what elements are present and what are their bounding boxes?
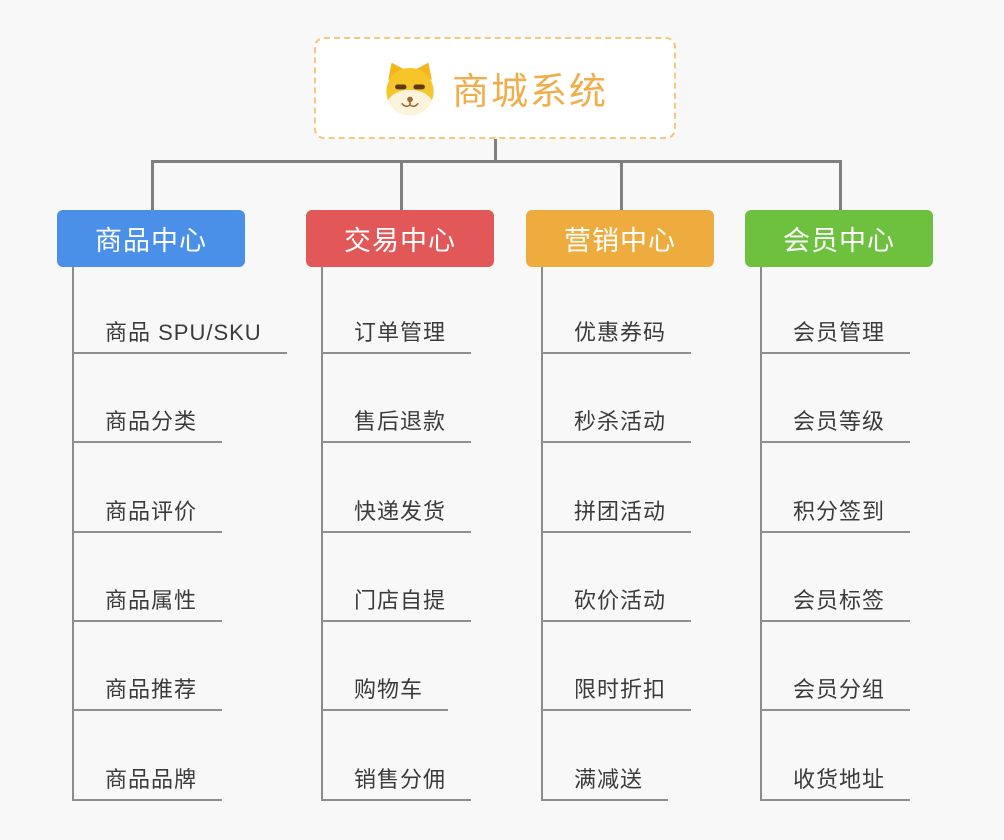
leaf-node[interactable]: 积分签到 xyxy=(760,489,911,533)
branch-node[interactable]: 商品中心 xyxy=(57,210,245,267)
leaf-node[interactable]: 满减送 xyxy=(541,757,669,801)
root-title: 商城系统 xyxy=(452,71,608,112)
branch-trunk-line xyxy=(541,267,543,801)
branch-stub-line xyxy=(620,160,623,210)
branch-node[interactable]: 营销中心 xyxy=(526,210,714,267)
branch-stub-line xyxy=(839,160,842,210)
root-node[interactable]: 商城系统 xyxy=(314,37,676,139)
leaf-node[interactable]: 会员管理 xyxy=(760,310,911,354)
branch-stub-line xyxy=(151,160,154,210)
leaf-node[interactable]: 商品评价 xyxy=(72,489,223,533)
branch-trunk-line xyxy=(321,267,323,801)
leaf-node[interactable]: 商品 SPU/SKU xyxy=(72,310,287,354)
branch-trunk-line xyxy=(760,267,762,801)
root-stem-line xyxy=(494,139,497,163)
branch-node[interactable]: 会员中心 xyxy=(745,210,933,267)
branch-stub-line xyxy=(400,160,403,210)
leaf-node[interactable]: 会员标签 xyxy=(760,578,911,622)
leaf-node[interactable]: 售后退款 xyxy=(321,399,472,443)
leaf-node[interactable]: 限时折扣 xyxy=(541,667,692,711)
leaf-node[interactable]: 会员分组 xyxy=(760,667,911,711)
leaf-node[interactable]: 销售分佣 xyxy=(321,757,472,801)
leaf-node[interactable]: 订单管理 xyxy=(321,310,472,354)
leaf-node[interactable]: 砍价活动 xyxy=(541,578,692,622)
branch-trunk-line xyxy=(72,267,74,801)
dog-icon xyxy=(386,62,434,116)
leaf-node[interactable]: 商品属性 xyxy=(72,578,223,622)
leaf-node[interactable]: 秒杀活动 xyxy=(541,399,692,443)
leaf-node[interactable]: 拼团活动 xyxy=(541,489,692,533)
distribution-bar-line xyxy=(151,160,842,163)
leaf-node[interactable]: 门店自提 xyxy=(321,578,472,622)
leaf-node[interactable]: 会员等级 xyxy=(760,399,911,443)
leaf-node[interactable]: 优惠券码 xyxy=(541,310,692,354)
leaf-node[interactable]: 商品品牌 xyxy=(72,757,223,801)
branch-node[interactable]: 交易中心 xyxy=(306,210,494,267)
leaf-node[interactable]: 商品分类 xyxy=(72,399,223,443)
leaf-node[interactable]: 收货地址 xyxy=(760,757,911,801)
leaf-node[interactable]: 购物车 xyxy=(321,667,449,711)
leaf-node[interactable]: 商品推荐 xyxy=(72,667,223,711)
leaf-node[interactable]: 快递发货 xyxy=(321,489,472,533)
